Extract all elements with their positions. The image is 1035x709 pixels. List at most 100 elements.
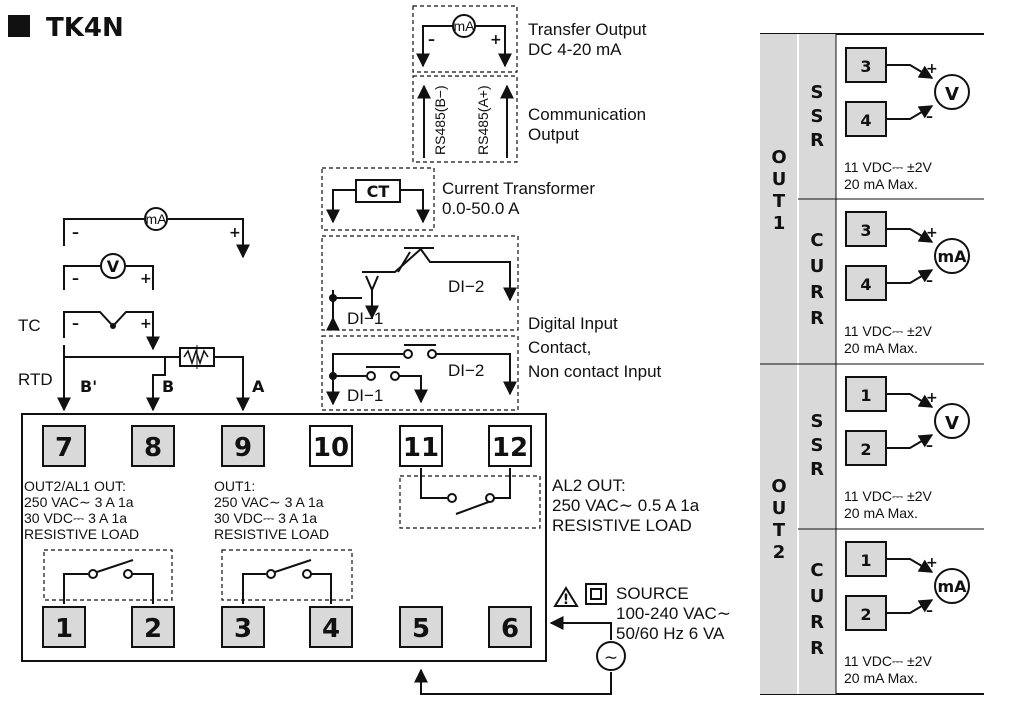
- svg-text:11 VDC⎓ ±2V: 11 VDC⎓ ±2V: [844, 159, 933, 175]
- terminal-7: 7: [42, 425, 86, 467]
- terminal-3: 3: [221, 606, 265, 648]
- svg-text:V: V: [945, 413, 959, 434]
- svg-text:–: –: [926, 273, 933, 289]
- svg-text:S: S: [811, 106, 824, 127]
- svg-text:+: +: [926, 225, 938, 241]
- svg-text:12: 12: [492, 433, 528, 463]
- svg-text:20 mA Max.: 20 mA Max.: [844, 340, 918, 356]
- terminal-10: 10: [309, 425, 353, 467]
- svg-text:3: 3: [860, 57, 871, 76]
- source-frequency: 50/60 Hz 6 VA: [616, 624, 725, 643]
- svg-text:5: 5: [412, 614, 430, 644]
- svg-text:C: C: [810, 230, 823, 251]
- svg-text:1: 1: [773, 213, 786, 234]
- di-junction-icon: [329, 294, 337, 302]
- terminal-1: 1: [42, 606, 86, 648]
- digital-input-label: Digital Input: [528, 314, 618, 333]
- communication-output-label: Output: [528, 125, 579, 144]
- tc-plus-sign: +: [140, 316, 152, 332]
- communication-box: RS485(B−) RS485(A+): [412, 75, 518, 163]
- svg-text:RESISTIVE LOAD: RESISTIVE LOAD: [24, 526, 139, 542]
- svg-text:+: +: [926, 555, 938, 571]
- out1-curr-cell: 3 4 mA + – 11 VDC⎓ ±2V 20 mA Max.: [844, 211, 970, 356]
- v-minus-sign: –: [72, 271, 79, 287]
- out2-al1-spec: OUT2/AL1 OUT: 250 VAC∼ 3 A 1a 30 VDC⎓ 3 …: [24, 478, 139, 542]
- svg-text:RS485(B−): RS485(B−): [432, 85, 448, 155]
- svg-text:250 VAC∼ 3 A 1a: 250 VAC∼ 3 A 1a: [214, 494, 324, 510]
- out2-curr-label: C U R R: [810, 560, 825, 659]
- out2-curr-cell: 1 2 mA + – 11 VDC⎓ ±2V 20 mA Max.: [844, 541, 970, 686]
- svg-text:U: U: [810, 586, 825, 607]
- rtd-resistor-icon: [179, 345, 215, 369]
- digital-input-transistor-box: [321, 235, 519, 331]
- svg-text:U: U: [810, 256, 825, 277]
- svg-text:6: 6: [501, 614, 519, 644]
- terminal-4: 4: [309, 606, 353, 648]
- digital-input-contact-label: Contact,: [528, 338, 591, 357]
- out1-curr-label: C U R R: [810, 230, 825, 329]
- communication-label: Communication: [528, 105, 646, 124]
- terminal-5: 5: [399, 606, 443, 648]
- tc-junction-icon: [110, 323, 116, 329]
- out1-spec: OUT1: 250 VAC∼ 3 A 1a 30 VDC⎓ 3 A 1a RES…: [214, 478, 329, 542]
- svg-text:R: R: [810, 130, 824, 151]
- svg-text:AL2 OUT:: AL2 OUT:: [552, 476, 626, 495]
- ct-label: Current Transformer: [442, 179, 595, 198]
- source-voltage: 100-240 VAC∼: [616, 604, 731, 623]
- svg-text:4: 4: [322, 614, 340, 644]
- svg-text:1: 1: [860, 551, 871, 570]
- svg-text:O: O: [771, 147, 786, 168]
- svg-text:!: !: [563, 592, 569, 608]
- svg-text:20 mA Max.: 20 mA Max.: [844, 670, 918, 686]
- svg-text:30 VDC⎓ 3 A 1a: 30 VDC⎓ 3 A 1a: [214, 510, 317, 526]
- terminal-block: [21, 413, 547, 662]
- ma-minus-sign: –: [72, 225, 79, 241]
- out2-ssr-label: S S R: [810, 411, 824, 480]
- svg-text:mA: mA: [146, 211, 168, 227]
- svg-text:2: 2: [860, 605, 871, 624]
- di1-label-contact: DI−1: [347, 386, 383, 405]
- di2-label-contact: DI−2: [448, 361, 484, 380]
- output-table: [760, 33, 984, 695]
- rtd-a-label: A: [252, 377, 265, 396]
- svg-text:–: –: [428, 32, 435, 48]
- svg-text:U: U: [772, 169, 787, 190]
- svg-text:2: 2: [773, 542, 786, 563]
- svg-text:10: 10: [313, 433, 349, 463]
- transfer-output-label: Transfer Output: [528, 20, 647, 39]
- terminal-12: 12: [488, 425, 532, 467]
- svg-text:2: 2: [144, 614, 162, 644]
- svg-text:3: 3: [234, 614, 252, 644]
- svg-text:RESISTIVE LOAD: RESISTIVE LOAD: [552, 516, 692, 535]
- svg-text:+: +: [926, 390, 938, 406]
- svg-text:R: R: [810, 638, 824, 659]
- terminal-2: 2: [131, 606, 175, 648]
- transfer-output-box: mA – +: [412, 5, 518, 73]
- source-label: SOURCE: [616, 584, 689, 603]
- terminal-11: 11: [399, 425, 443, 467]
- svg-text:S: S: [811, 411, 824, 432]
- tc-minus-sign: –: [72, 316, 79, 332]
- svg-text:mA: mA: [937, 577, 967, 596]
- page-title: TK4N: [46, 13, 124, 43]
- transfer-output-range: DC 4-20 mA: [528, 40, 622, 59]
- out1-ssr-cell: 3 4 V + – 11 VDC⎓ ±2V 20 mA Max.: [844, 47, 970, 192]
- tc-label: TC: [18, 316, 41, 335]
- terminal-6: 6: [488, 606, 532, 648]
- rtd-b-prime-label: B': [80, 377, 97, 396]
- warning-icon: !: [553, 586, 579, 608]
- svg-text:250 VAC∼ 3 A 1a: 250 VAC∼ 3 A 1a: [24, 494, 134, 510]
- svg-text:11 VDC⎓ ±2V: 11 VDC⎓ ±2V: [844, 653, 933, 669]
- out1-vertical-label: O U T 1: [771, 147, 786, 234]
- svg-text:30 VDC⎓ 3 A 1a: 30 VDC⎓ 3 A 1a: [24, 510, 127, 526]
- di2-label-transistor: DI−2: [448, 277, 484, 296]
- v-plus-sign: +: [140, 271, 152, 287]
- svg-text:4: 4: [860, 111, 871, 130]
- out2-relay-contact: [43, 549, 173, 604]
- input-wiring: [57, 218, 250, 412]
- svg-text:2: 2: [860, 440, 871, 459]
- out1-relay-contact: [221, 549, 353, 604]
- ma-meter-icon: mA: [144, 207, 168, 231]
- svg-text:20 mA Max.: 20 mA Max.: [844, 505, 918, 521]
